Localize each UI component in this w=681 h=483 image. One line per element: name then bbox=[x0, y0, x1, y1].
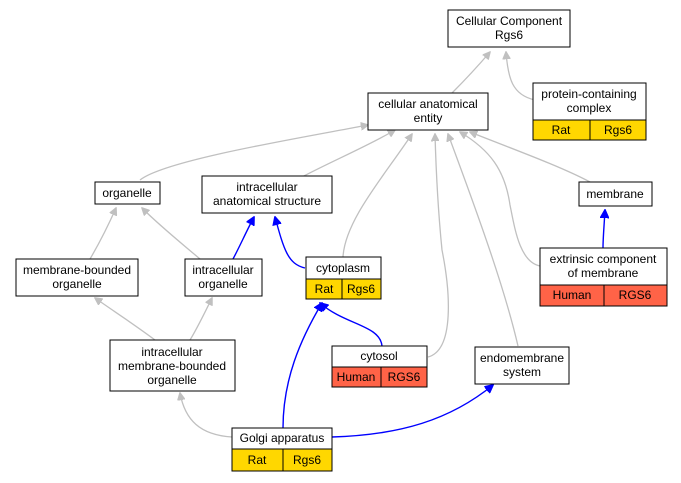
edge-endomembrane-to-anatomical-entity bbox=[448, 134, 519, 347]
gene-label: RGS6 bbox=[619, 288, 652, 302]
edge-intracellular-organelle-to-organelle bbox=[142, 208, 201, 260]
species-label: Rat bbox=[552, 123, 571, 137]
species-label: Rat bbox=[248, 453, 267, 467]
node-label-line: protein-containing bbox=[541, 87, 636, 101]
edge-protein-complex-to-root bbox=[506, 52, 536, 101]
node-cytoplasm[interactable]: cytoplasm Rat Rgs6 bbox=[305, 256, 382, 300]
node-intracellular-organelle[interactable]: intracellular organelle bbox=[184, 258, 263, 297]
edge-cytoplasm-to-anatomical-entity bbox=[342, 134, 412, 258]
species-label: Human bbox=[337, 370, 376, 384]
edge-cytosol-to-anatomical-entity bbox=[427, 134, 449, 358]
edge-extrinsic-to-membrane bbox=[603, 210, 605, 249]
species-label: Rat bbox=[315, 282, 334, 296]
node-label: Golgi apparatus bbox=[240, 431, 325, 445]
node-label-line: organelle bbox=[147, 373, 197, 387]
node-label-line: intracellular bbox=[141, 345, 202, 359]
edge-membrane-bounded-to-organelle bbox=[89, 208, 116, 260]
edge-golgi-to-intracellular-mb bbox=[180, 393, 233, 438]
node-label-line: endomembrane bbox=[480, 351, 564, 365]
edge-membrane-to-anatomical-entity bbox=[470, 132, 591, 183]
species-label: Human bbox=[553, 288, 592, 302]
node-label-line: extrinsic component bbox=[550, 252, 657, 266]
node-label-line: of membrane bbox=[568, 266, 639, 280]
edge-cytoplasm-to-intracellular-structure bbox=[275, 217, 306, 269]
node-label-line: system bbox=[503, 365, 541, 379]
node-label-line: intracellular bbox=[192, 263, 253, 277]
node-label-line: cellular anatomical bbox=[378, 97, 477, 111]
gene-label: Rgs6 bbox=[604, 123, 632, 137]
gene-badge bbox=[341, 278, 382, 300]
gene-label: Rgs6 bbox=[293, 453, 321, 467]
edge-anatomical-entity-to-root bbox=[451, 52, 490, 94]
edge-intracellular-structure-to-anatomical-entity bbox=[299, 130, 395, 179]
node-golgi-apparatus[interactable]: Golgi apparatus Rat Rgs6 bbox=[231, 427, 333, 472]
node-label-line: organelle bbox=[198, 277, 248, 291]
node-label-line: membrane-bounded bbox=[118, 359, 226, 373]
node-label-line: organelle bbox=[52, 277, 102, 291]
node-organelle[interactable]: organelle bbox=[94, 181, 161, 205]
node-membrane[interactable]: membrane bbox=[578, 181, 653, 207]
node-protein-containing-complex[interactable]: protein-containing complex Rat Rgs6 bbox=[532, 82, 647, 141]
node-cytosol[interactable]: cytosol Human RGS6 bbox=[331, 345, 428, 388]
edge-organelle-to-anatomical-entity bbox=[139, 125, 368, 181]
node-label-line: membrane-bounded bbox=[23, 263, 131, 277]
edges bbox=[89, 52, 605, 438]
gene-badge bbox=[589, 119, 647, 141]
node-label: organelle bbox=[102, 186, 152, 200]
node-label: cytosol bbox=[360, 349, 397, 363]
edge-golgi-to-cytoplasm bbox=[282, 303, 322, 429]
node-extrinsic-component-of-membrane[interactable]: extrinsic component of membrane Human RG… bbox=[539, 247, 668, 307]
edge-intracellular-organelle-to-intracellular-structure bbox=[232, 217, 254, 260]
edge-intracellular-mb-to-intracellular-organelle bbox=[189, 298, 212, 341]
gene-badge bbox=[380, 366, 428, 388]
node-intracellular-membrane-bounded-organelle[interactable]: intracellular membrane-bounded organelle bbox=[109, 339, 236, 392]
gene-badge bbox=[603, 284, 668, 307]
node-label-line: intracellular bbox=[236, 180, 297, 194]
node-cellular-component-root[interactable]: Cellular Component Rgs6 bbox=[447, 9, 571, 48]
node-label: cytoplasm bbox=[316, 261, 370, 275]
gene-label: RGS6 bbox=[388, 370, 421, 384]
node-cellular-anatomical-entity[interactable]: cellular anatomical entity bbox=[367, 92, 489, 131]
edge-intracellular-mb-to-membrane-bounded bbox=[95, 298, 156, 341]
node-label-line: Cellular Component bbox=[456, 14, 563, 28]
node-membrane-bounded-organelle[interactable]: membrane-bounded organelle bbox=[15, 258, 139, 297]
edge-cytosol-to-cytoplasm bbox=[320, 303, 383, 347]
edge-golgi-to-endomembrane bbox=[331, 385, 493, 438]
gene-badge bbox=[282, 448, 333, 472]
node-label-line: entity bbox=[414, 111, 443, 125]
node-label-line: Rgs6 bbox=[495, 28, 523, 42]
node-label: membrane bbox=[586, 187, 644, 201]
node-endomembrane-system[interactable]: endomembrane system bbox=[474, 346, 570, 385]
gene-label: Rgs6 bbox=[347, 282, 375, 296]
node-intracellular-anatomical-structure[interactable]: intracellular anatomical structure bbox=[201, 175, 333, 214]
node-label-line: complex bbox=[567, 101, 612, 115]
edge-extrinsic-to-anatomical-entity bbox=[460, 132, 541, 267]
node-label-line: anatomical structure bbox=[213, 194, 321, 208]
